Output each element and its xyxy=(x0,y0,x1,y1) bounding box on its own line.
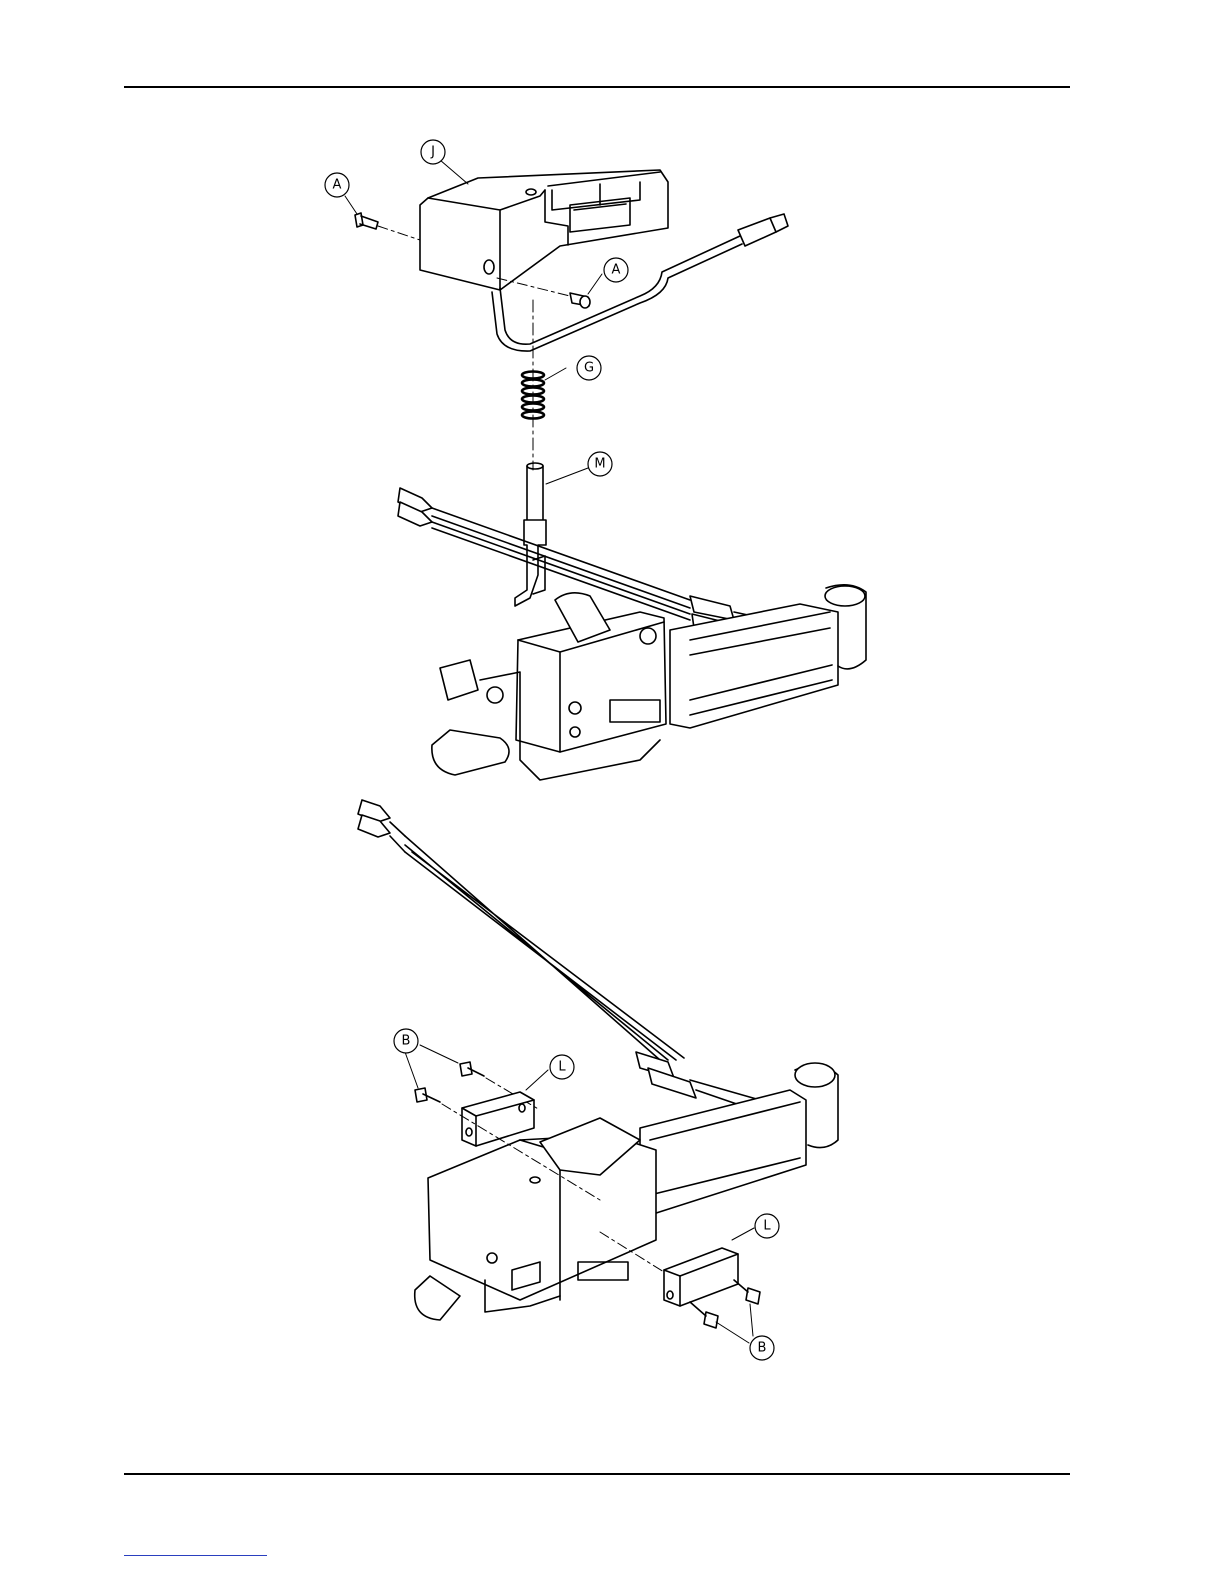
plunger-part-m xyxy=(515,463,546,606)
callout-m: M xyxy=(588,452,612,476)
callout-b-lower: B xyxy=(750,1336,774,1360)
svg-text:A: A xyxy=(333,178,342,193)
cover-part-j xyxy=(420,170,668,290)
bracket-l-lower xyxy=(664,1248,738,1306)
callout-a-left: A xyxy=(325,173,349,197)
svg-text:M: M xyxy=(594,457,605,472)
svg-text:G: G xyxy=(584,361,594,376)
screw-a-right xyxy=(570,293,590,308)
svg-text:L: L xyxy=(763,1219,771,1234)
callout-j: J xyxy=(421,140,445,164)
callout-a-right: A xyxy=(604,258,628,282)
svg-text:B: B xyxy=(402,1034,411,1049)
lower-chassis xyxy=(415,1063,838,1320)
lower-assembled-view xyxy=(358,800,838,1328)
svg-text:B: B xyxy=(758,1341,767,1356)
callout-l-lower: L xyxy=(755,1214,779,1238)
callout-g: G xyxy=(577,356,601,380)
svg-text:A: A xyxy=(612,263,621,278)
svg-text:J: J xyxy=(430,145,435,160)
upper-chassis xyxy=(432,585,866,780)
callout-l-upper: L xyxy=(550,1055,574,1079)
callout-b-upper: B xyxy=(394,1029,418,1053)
screw-b-upper xyxy=(415,1062,484,1102)
screw-a-left xyxy=(355,213,378,229)
svg-text:L: L xyxy=(558,1060,566,1075)
